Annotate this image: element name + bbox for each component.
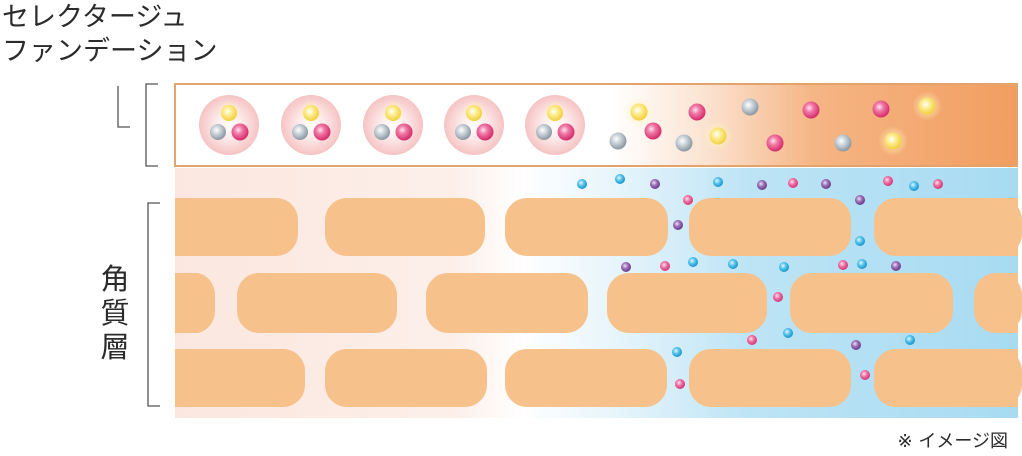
pink-particle: [688, 103, 706, 121]
cyan-dot: [713, 177, 723, 187]
pink-dot: [773, 292, 783, 302]
purple-dot: [821, 179, 831, 189]
skin-cell-edge: [994, 273, 1018, 333]
stratum-corneum-label: 角 質 層: [98, 262, 132, 364]
skin-cell-edge: [994, 198, 1018, 256]
capsule: [444, 95, 504, 155]
purple-dot: [757, 180, 767, 190]
skin-cell: [874, 349, 1022, 407]
pink-dot: [683, 195, 693, 205]
purple-dot: [851, 340, 861, 350]
yellow-particle: [466, 105, 482, 121]
pink-particle: [644, 122, 662, 140]
foundation-bracket-line: [117, 83, 158, 167]
skin-cell-edge: [175, 198, 199, 256]
skin-cell: [426, 273, 588, 333]
pink-dot: [675, 379, 685, 389]
pink-particle: [231, 123, 249, 141]
capsule: [363, 95, 423, 155]
pink-dot: [860, 370, 870, 380]
released-particles: [609, 91, 942, 156]
label-char-3: 層: [100, 330, 130, 364]
skin-cell: [689, 349, 851, 407]
grey-particle: [609, 132, 627, 150]
skin-cell: [505, 198, 668, 256]
yellow-particle: [547, 105, 563, 121]
purple-dot: [621, 262, 631, 272]
pink-particle: [395, 123, 413, 141]
skin-cell: [689, 198, 851, 256]
cyan-dot: [779, 262, 789, 272]
yellow-particle: [918, 97, 936, 115]
cyan-dot: [672, 347, 682, 357]
skin-cell: [607, 273, 767, 333]
moisture-dots: [577, 174, 943, 389]
pink-dot: [788, 178, 798, 188]
skin-cell: [790, 273, 953, 333]
purple-dot: [650, 179, 660, 189]
pink-dot: [933, 179, 943, 189]
cyan-dot: [615, 174, 625, 184]
cyan-dot: [728, 259, 738, 269]
capsule: [281, 95, 341, 155]
pink-particle: [476, 123, 494, 141]
yellow-particle: [709, 127, 727, 145]
grey-particle: [455, 124, 471, 140]
purple-dot: [891, 261, 901, 271]
grey-particle: [374, 124, 390, 140]
skin-cell-edge: [175, 349, 199, 407]
pink-dot: [883, 176, 893, 186]
title-line-2: ファンデーション: [2, 36, 218, 67]
skin-cell: [175, 349, 305, 407]
yellow-particle: [884, 132, 902, 150]
skin-cell-edge: [994, 349, 1018, 407]
capsule: [199, 95, 259, 155]
grey-particle: [536, 124, 552, 140]
cyan-dot: [905, 335, 915, 345]
skin-cell: [237, 273, 397, 333]
cyan-dot: [909, 181, 919, 191]
skin-cell: [874, 198, 1022, 256]
grey-particle: [741, 98, 759, 116]
purple-dot: [673, 220, 683, 230]
pink-particle: [557, 123, 575, 141]
grey-particle: [675, 134, 693, 152]
pink-particle: [313, 123, 331, 141]
skin-cells: [175, 198, 1022, 407]
grey-particle: [292, 124, 308, 140]
stratum-corneum-bracket: [147, 202, 160, 407]
cyan-dot: [688, 257, 698, 267]
pink-dot: [747, 335, 757, 345]
label-char-1: 角: [100, 262, 130, 296]
skin-cell-edge: [175, 273, 199, 333]
title-line-1: セレクタージュ: [2, 2, 188, 33]
pink-particle: [766, 134, 784, 152]
yellow-particle: [630, 103, 648, 121]
yellow-particle: [385, 105, 401, 121]
cyan-dot: [857, 259, 867, 269]
image-note: ※ イメージ図: [897, 431, 1008, 452]
yellow-particle: [221, 105, 237, 121]
capsule: [525, 95, 585, 155]
purple-dot: [855, 195, 865, 205]
skin-cell: [175, 198, 298, 256]
grey-particle: [834, 134, 852, 152]
yellow-particle: [303, 105, 319, 121]
cyan-dot: [577, 179, 587, 189]
grey-particle: [210, 124, 226, 140]
skin-cell: [505, 349, 667, 407]
cyan-dot: [783, 328, 793, 338]
pink-particle: [872, 100, 890, 118]
skin-cell: [325, 198, 485, 256]
pink-dot: [838, 260, 848, 270]
pink-particle: [802, 101, 820, 119]
skin-cell: [325, 349, 487, 407]
cyan-dot: [855, 236, 865, 246]
pink-dot: [660, 261, 670, 271]
foundation-capsules: [199, 95, 585, 155]
label-char-2: 質: [100, 296, 130, 330]
